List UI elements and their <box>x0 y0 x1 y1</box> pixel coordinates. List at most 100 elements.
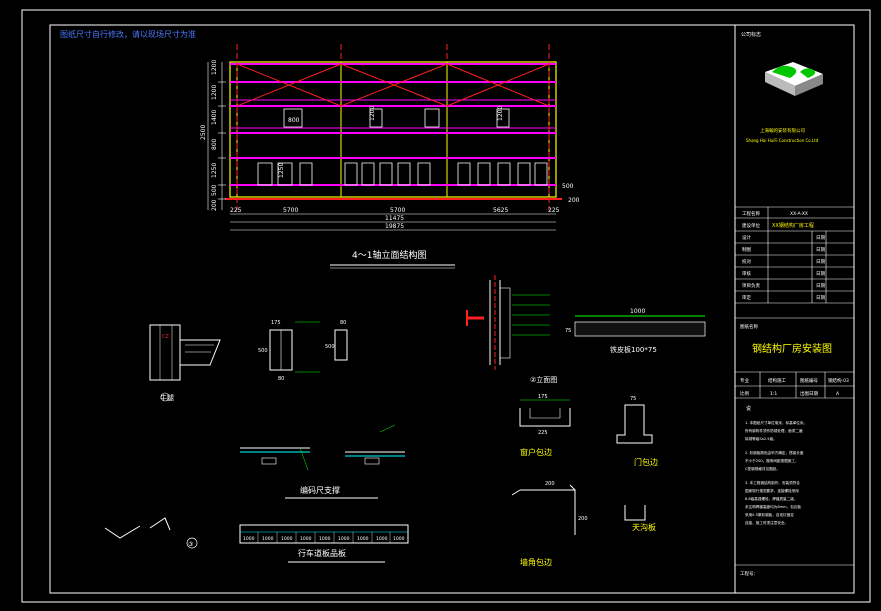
svg-text:175: 175 <box>538 394 548 400</box>
elev-right-dim-1: 500 <box>562 183 574 190</box>
detail-qiaojiao: 200 200 墙角包边 <box>511 481 588 567</box>
company-name-cn: 上海翰的安装有限公司 <box>760 127 805 134</box>
elev-left-dim-5: 1250 <box>211 163 218 178</box>
tb-row1-key: 工程名称 <box>742 210 760 217</box>
sheets-label: 编码尺支撑 <box>300 485 340 495</box>
tiemian-length: 1000 <box>630 308 645 315</box>
menjing-label: 门包边 <box>634 457 658 467</box>
elev-dim-a: 225 <box>230 207 242 214</box>
inner-frame <box>49 24 855 594</box>
tb-row2-val: XX钢结构厂房工程 <box>772 222 814 229</box>
elev-dim-e: 225 <box>548 207 560 214</box>
detail-menjing: 75 门包边 <box>616 396 658 467</box>
cehai-dim-5: 1000 <box>319 536 331 542</box>
tb-row3-k2: 日期 <box>816 235 825 241</box>
note-7: 3. 本工程钢结构制作、安装须符合 <box>745 480 800 485</box>
tianhou-label: 天沟板 <box>632 522 656 532</box>
note-3: 除锈等级Sa2.5级。 <box>745 436 777 441</box>
elev-opening-3: 1200 <box>497 106 504 121</box>
note-12: 连接，施工时须注意安全。 <box>745 520 788 525</box>
cehai-dim-7: 1000 <box>357 536 369 542</box>
elev-opening-4: 1250 <box>278 163 285 178</box>
note-4: 2. 彩钢板颜色由甲方确定，搭接长度 <box>745 450 804 455</box>
note-11: 采用0.5厚彩钢板，自攻钉固定 <box>745 512 794 517</box>
notes-title: 说 <box>746 405 751 412</box>
tb-row4-key: 制图 <box>742 246 751 253</box>
meta-r1-c3: 图纸编号 <box>800 377 818 384</box>
svg-text:200: 200 <box>578 516 588 522</box>
detail-niutui: CZ 牛腿 <box>149 324 221 402</box>
chuangjing-label: 窗户包边 <box>520 447 552 457</box>
detail-sheets: 编码尺支撑 <box>240 424 405 499</box>
elev-left-dim-7: 200 <box>211 199 218 211</box>
cehai-dim-1: 1000 <box>243 536 255 542</box>
tb-row8-key: 审定 <box>742 294 751 301</box>
note-1: 1. 本图纸尺寸单位毫米，标高单位米。 <box>745 420 807 425</box>
tb-footer: 工程号： <box>740 570 758 577</box>
svg-text:500: 500 <box>325 344 335 350</box>
svg-text:200: 200 <box>545 481 555 487</box>
tb-row5-key: 校对 <box>742 258 751 265</box>
elev-left-total: 2500 <box>200 125 207 140</box>
svg-text:75: 75 <box>565 328 571 334</box>
svg-text:80: 80 <box>340 320 346 326</box>
elev-left-dim-4: 800 <box>211 138 218 150</box>
detail-zhuliang: ②立面图 <box>466 275 557 384</box>
cehai-dim-6: 1000 <box>338 536 350 542</box>
elevation-drawing: 1200 1200 1400 800 1250 500 200 2500 800… <box>200 44 580 269</box>
note-9: 8.8级高强螺栓，焊缝质量二级， <box>745 496 797 501</box>
elev-total-1: 11475 <box>385 215 404 222</box>
detail-corner: ③ <box>104 517 198 549</box>
detail-chuangjing: 175 225 窗户包边 <box>519 394 571 457</box>
company-logo-icon <box>765 62 823 96</box>
elev-dim-d: 5625 <box>493 207 508 214</box>
elev-dim-c: 5700 <box>390 207 405 214</box>
tb-row4-k2: 日期 <box>816 247 825 253</box>
cehai-dim-9: 1000 <box>393 536 405 542</box>
drawing-title: 钢结构厂房安装图 <box>752 342 832 355</box>
meta-r2-c3: 出图日期 <box>800 390 818 397</box>
detail-beam: 175 500 80 80 500 <box>258 320 348 382</box>
note-10: 未注明焊缝高度均为6mm，包边板 <box>745 504 801 509</box>
outer-frame <box>21 9 871 603</box>
cehaiban-label: 行车道板品板 <box>298 548 346 558</box>
elev-opening-1: 800 <box>288 117 300 124</box>
tb-row7-key: 项目负责 <box>742 282 760 289</box>
elev-left-dim-6: 500 <box>211 184 218 196</box>
svg-text:75: 75 <box>630 396 636 402</box>
svg-text:225: 225 <box>538 430 548 436</box>
beam-dim-2: 500 <box>258 348 268 354</box>
tb-row2-key: 建设单位 <box>742 222 760 229</box>
qiaojiao-label: 墙角包边 <box>520 557 552 567</box>
cehai-dim-3: 1000 <box>281 536 293 542</box>
detail-tianhou: 天沟板 <box>624 505 656 532</box>
zhuliang-label: ②立面图 <box>530 375 557 384</box>
note-5: 不小于200，檩条间距按图施工， <box>745 458 799 463</box>
elev-right-dim-2: 200 <box>568 197 580 204</box>
tb-row3-key: 设计 <box>742 234 751 241</box>
beam-dim-1: 175 <box>271 320 281 326</box>
meta-r1-c2: 结构施工 <box>768 377 786 384</box>
tb-row1-val: XX-A-XX <box>790 211 808 217</box>
meta-r1-c1: 专业 <box>740 377 749 384</box>
meta-r2-c2: 1:1 <box>770 391 777 397</box>
cehai-dim-2: 1000 <box>262 536 274 542</box>
detail-cehaiban: 1000 1000 1000 1000 1000 1000 1000 1000 … <box>239 524 409 563</box>
elev-total-2: 19875 <box>385 223 404 230</box>
elev-opening-2: 1200 <box>369 106 376 121</box>
cehai-dim-8: 1000 <box>376 536 388 542</box>
note-8: 国家现行规范要求，连接螺栓采用 <box>745 488 799 493</box>
tiemian-label: 铁皮板100*75 <box>610 345 657 354</box>
tb-row6-key: 审核 <box>742 270 751 277</box>
note-2: 所有钢构件须作防锈处理，面漆二遍 <box>745 428 803 433</box>
elev-left-dim-3: 1400 <box>211 110 218 125</box>
drawing-title-caption: 图纸名称 <box>740 323 758 330</box>
niutui-label: 牛腿 <box>160 393 174 402</box>
corner-circle-label: ③ <box>188 541 193 548</box>
cehai-dim-4: 1000 <box>300 536 312 542</box>
top-note: 图纸尺寸自行修改，请以现场尺寸为准 <box>60 29 196 39</box>
beam-dim-3: 80 <box>278 376 284 382</box>
elev-left-dim-1: 1200 <box>211 60 218 75</box>
tb-row8-k2: 日期 <box>816 295 825 301</box>
